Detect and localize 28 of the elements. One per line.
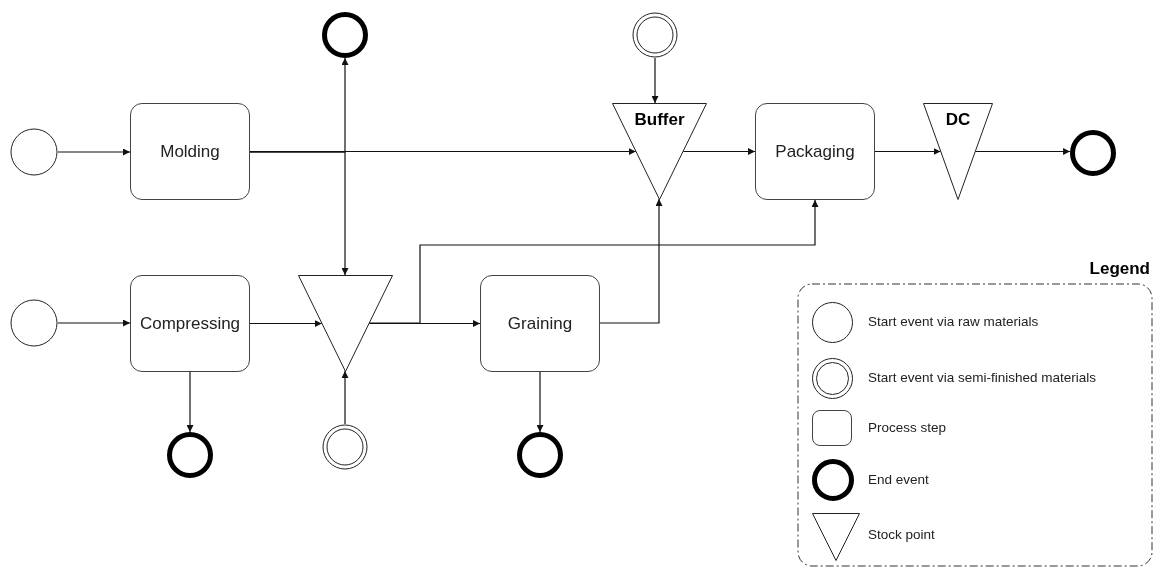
legend-title: Legend [1088,258,1150,280]
process-label: Graining [507,312,573,335]
legend-text: Process step [868,421,947,435]
arrow [536,371,544,433]
legend-text: Start event via raw materials [868,315,1039,329]
arrow [57,148,131,156]
process-label: Packaging [775,140,855,163]
arrow [186,371,194,433]
process-step-box [480,275,600,372]
process-label: Molding [160,140,220,163]
arrow [682,148,756,155]
process-step-box [130,103,250,200]
arrow [57,319,131,327]
arrow [651,57,659,104]
arrow [249,320,323,327]
arrow [341,370,349,425]
stock-point-label: DC [944,109,972,131]
process-step-box [130,275,250,372]
legend-text: Start event via semi-finished materials [868,371,1097,385]
arrow [249,151,349,276]
process-label: Compressing [139,312,241,335]
arrow [599,198,663,324]
legend-text: Stock point [868,528,935,542]
arrow [974,148,1071,155]
stock-point-label: Buffer [633,109,686,131]
legend-text: End event [868,473,929,487]
arrow [874,148,942,155]
process-step-box [755,103,875,200]
